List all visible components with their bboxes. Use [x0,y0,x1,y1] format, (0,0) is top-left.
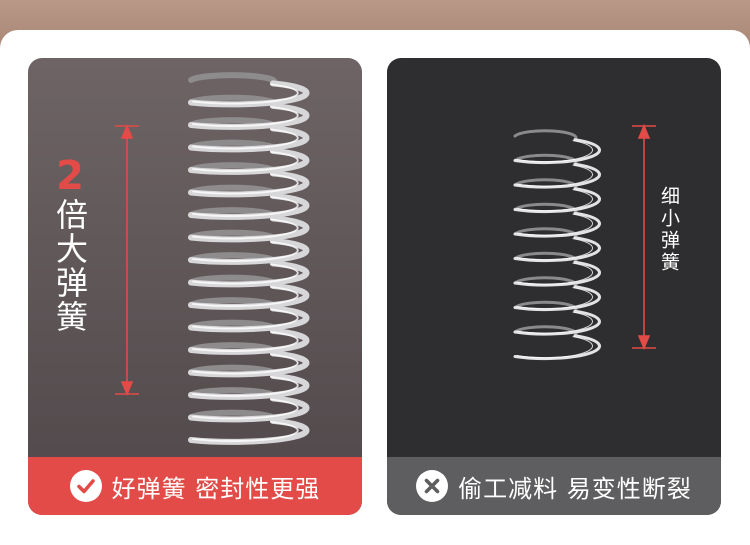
right-dimension-line [632,123,656,351]
thin-spring-footer: 偷工减料 易变性断裂 [387,457,721,515]
spring-coil-front [188,192,310,220]
spring-coil-highlight [192,105,299,127]
spring-coil-front [513,162,602,189]
spring-coil-highlight [192,398,299,420]
right-vertical-label: 细小弹簧 [658,186,680,274]
cross-icon [416,470,449,502]
spring-coil-highlight [192,195,299,217]
spring-coil-highlight [516,238,594,261]
spring-coil-front [513,138,602,165]
spring-coil-highlight [192,375,299,397]
spring-coil-front [188,102,310,130]
spring-coil-highlight [192,285,299,307]
spring-coil-highlight [516,287,594,310]
spring-coil-highlight [192,218,299,240]
good-spring-card: 2 倍大弹簧 好弹簧 密封性更强 [28,58,362,515]
spring-coil-highlight [192,330,299,352]
spring-coil-highlight [516,140,594,163]
spring-coil-front [188,282,310,310]
left-dimension-line [115,123,139,397]
spring-coil-highlight [516,164,594,187]
right-vertical-text: 细小弹簧 [658,186,680,274]
spring-coil-front [188,395,310,423]
good-spring-footer: 好弹簧 密封性更强 [28,457,362,515]
spring-coil-highlight [516,311,594,334]
spring-coil-highlight [192,83,299,105]
spring-coil-back [188,72,278,87]
spring-coil-highlight [192,150,299,172]
large-spring [188,72,310,445]
spring-coil-front [513,260,602,287]
thin-spring-footer-text: 偷工减料 易变性断裂 [458,474,692,503]
spring-coil-highlight [516,262,594,285]
spring-coil-highlight [192,308,299,330]
left-vertical-text: 倍大弹簧 [51,198,89,334]
spring-coil-highlight [192,128,299,150]
spring-coil-back [513,129,578,142]
spring-coil-front [188,372,310,400]
spring-coil-front [188,327,310,355]
spring-coil-highlight [516,336,594,359]
check-icon [69,470,102,502]
multiplier-number: 2 [56,153,84,199]
left-vertical-label: 2 倍大弹簧 [51,153,89,334]
spring-coil-highlight [192,420,299,442]
spring-coil-front [513,236,602,263]
spring-coil-front [188,80,310,108]
spring-coil-highlight [516,213,594,236]
good-spring-footer-text: 好弹簧 密封性更强 [111,474,321,503]
spring-coil-highlight [192,173,299,195]
spring-coil-front [188,417,310,445]
spring-coil-front [513,211,602,238]
spring-coil-front [188,147,310,175]
thin-spring [513,129,602,361]
thin-spring-illustration [513,123,656,361]
spring-coil-front [513,285,602,312]
spring-coil-highlight [192,240,299,262]
spring-coil-front [188,305,310,333]
spring-coil-front [188,237,310,265]
thin-spring-card: 细小弹簧 偷工减料 易变性断裂 [387,58,721,515]
spring-coil-front [513,334,602,361]
good-spring-illustration [115,72,310,445]
spring-coil-highlight [192,263,299,285]
spring-coil-front [188,215,310,243]
spring-coil-front [188,125,310,153]
spring-coil-highlight [516,189,594,212]
spring-coil-highlight [192,353,299,375]
spring-coil-front [188,170,310,198]
spring-coil-front [188,260,310,288]
spring-coil-front [513,187,602,214]
spring-coil-front [513,309,602,336]
spring-coil-front [188,350,310,378]
